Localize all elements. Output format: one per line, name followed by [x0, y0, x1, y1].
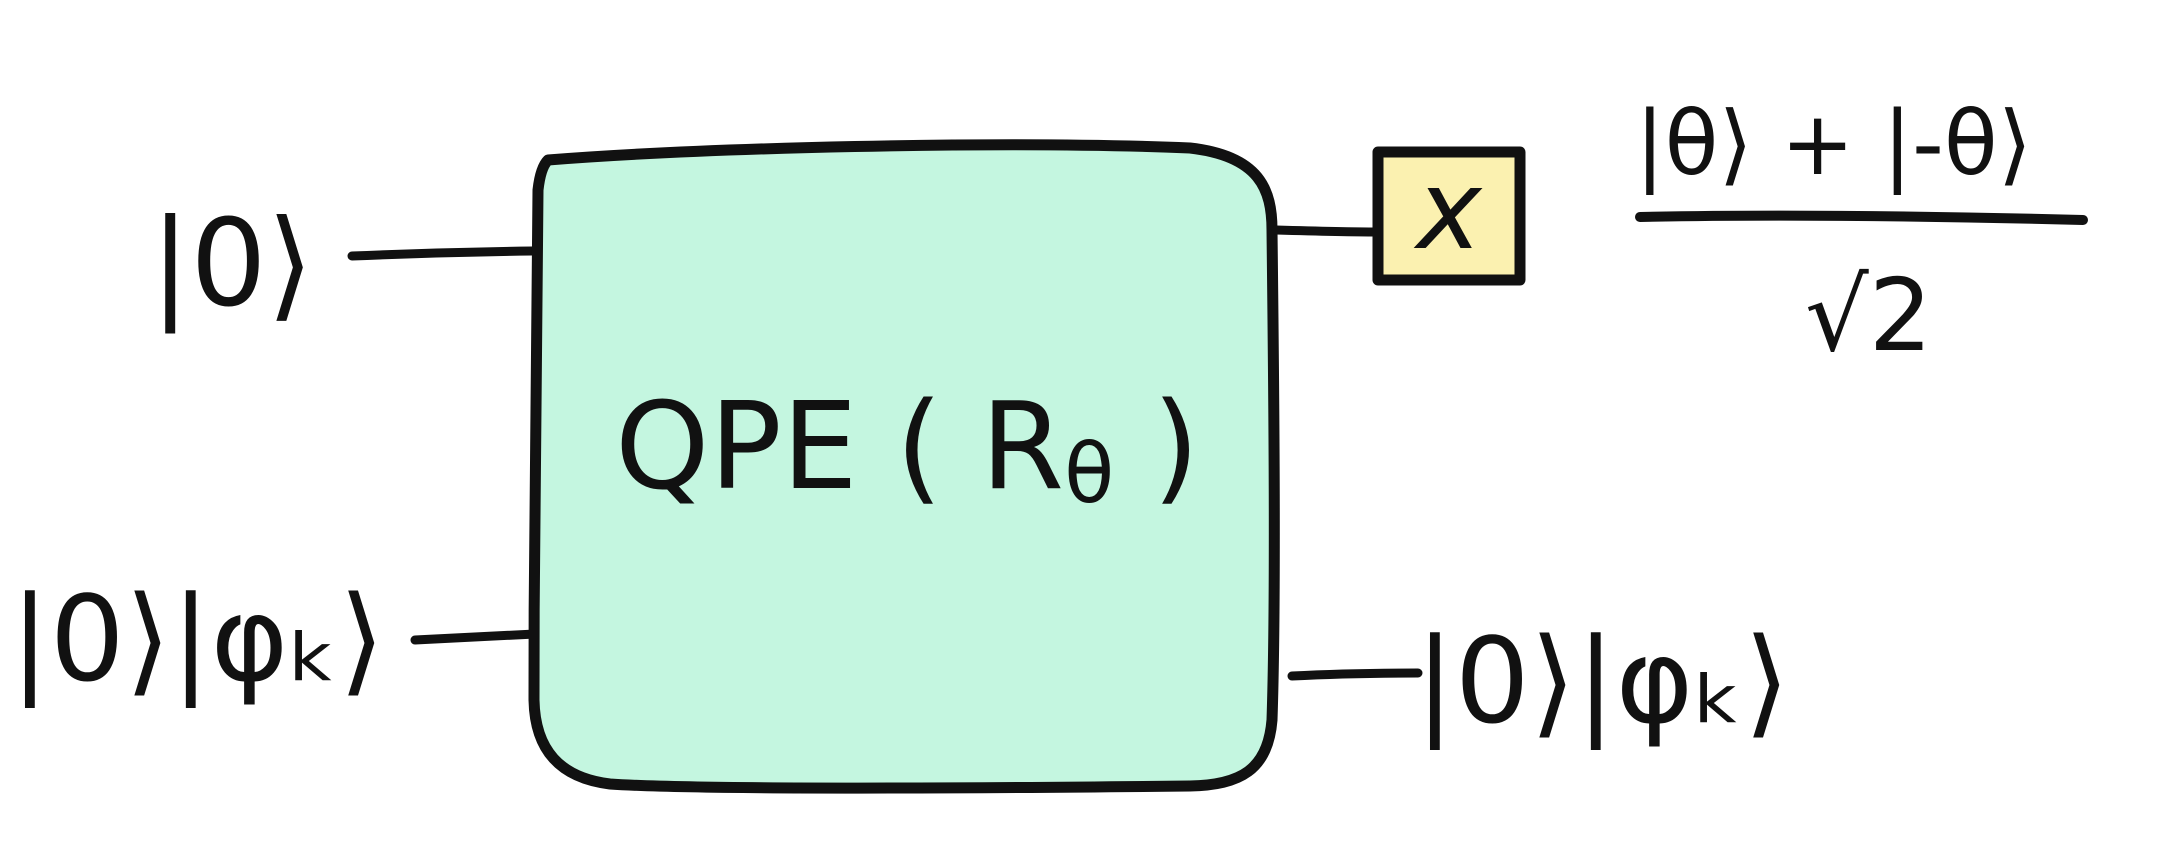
- wire-output-top: [1271, 225, 1383, 237]
- input-label-top: |0⟩: [150, 195, 314, 334]
- output-label-bottom: |0⟩|φₖ⟩: [1415, 612, 1790, 750]
- fraction-bar: [1635, 210, 2088, 225]
- qpe-label-close: ): [1114, 378, 1199, 517]
- output-state-top: |θ⟩ + |-θ⟩ √2: [1635, 92, 2088, 374]
- qpe-label-subscript: θ: [1064, 427, 1114, 522]
- qpe-box[interactable]: [528, 139, 1280, 794]
- measurement-meter-icon[interactable]: x: [1372, 146, 1526, 286]
- measurement-symbol: x: [1413, 146, 1483, 274]
- wire-input-bottom: [410, 629, 540, 645]
- wire-input-top: [347, 246, 537, 261]
- measurement-box: [1372, 146, 1526, 286]
- qpe-label-main: QPE ( R: [615, 378, 1064, 517]
- input-label-bottom: |0⟩|φₖ⟩: [10, 570, 385, 708]
- wire-output-bottom: [1287, 668, 1423, 681]
- output-numerator: |θ⟩ + |-θ⟩: [1635, 92, 2032, 196]
- output-denominator: √2: [1805, 257, 1932, 374]
- qpe-label: QPE ( Rθ ): [615, 378, 1199, 522]
